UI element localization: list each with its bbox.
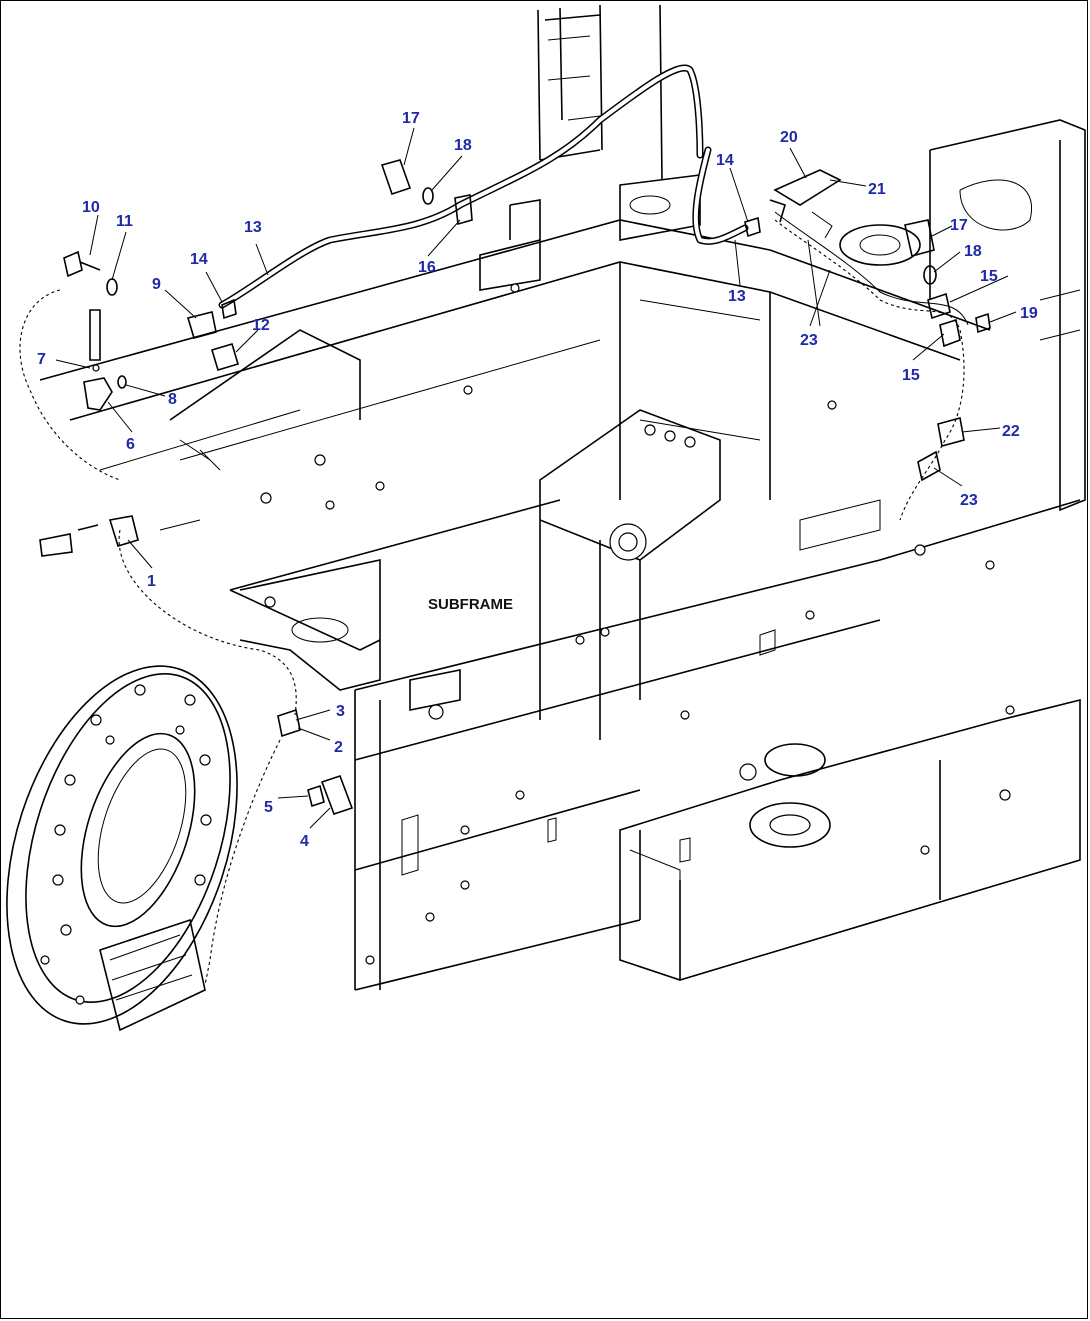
callout-15-upper: 15 [980, 268, 998, 285]
callout-3: 3 [336, 703, 345, 720]
callout-1: 1 [147, 573, 156, 590]
callout-20: 20 [780, 129, 798, 146]
brake-disc [6, 665, 238, 1032]
callout-17-left: 17 [402, 110, 420, 127]
callout-23-lower: 23 [960, 492, 978, 509]
callout-9: 9 [152, 276, 161, 293]
callout-13-left: 13 [244, 219, 262, 236]
callout-16: 16 [418, 259, 436, 276]
callout-6: 6 [126, 436, 135, 453]
callout-8: 8 [168, 391, 177, 408]
callout-18-right: 18 [964, 243, 982, 260]
fittings [39, 159, 991, 816]
callout-19: 19 [1020, 305, 1038, 322]
callout-4: 4 [300, 833, 309, 850]
callout-15-lower: 15 [902, 367, 920, 384]
callout-18-left: 18 [454, 137, 472, 154]
callout-7: 7 [37, 351, 46, 368]
callout-11: 11 [116, 213, 133, 230]
callout-labels: 1 2 3 4 5 6 7 8 9 10 11 12 13 13 14 14 1… [37, 110, 1038, 850]
callout-14-left: 14 [190, 251, 208, 268]
callout-23-upper: 23 [800, 332, 818, 349]
callout-5: 5 [264, 799, 273, 816]
callout-21: 21 [868, 181, 886, 198]
callout-2: 2 [334, 739, 343, 756]
tubes [19, 64, 969, 986]
callout-13-right: 13 [728, 288, 746, 305]
frame-drawing [39, 4, 1086, 991]
subframe-label: SUBFRAME [428, 596, 513, 613]
callout-14-right: 14 [716, 152, 734, 169]
callout-17-right: 17 [950, 217, 968, 234]
callout-12: 12 [252, 317, 270, 334]
leader-lines [55, 127, 1017, 829]
callout-22: 22 [1002, 423, 1020, 440]
callout-10: 10 [82, 199, 100, 216]
